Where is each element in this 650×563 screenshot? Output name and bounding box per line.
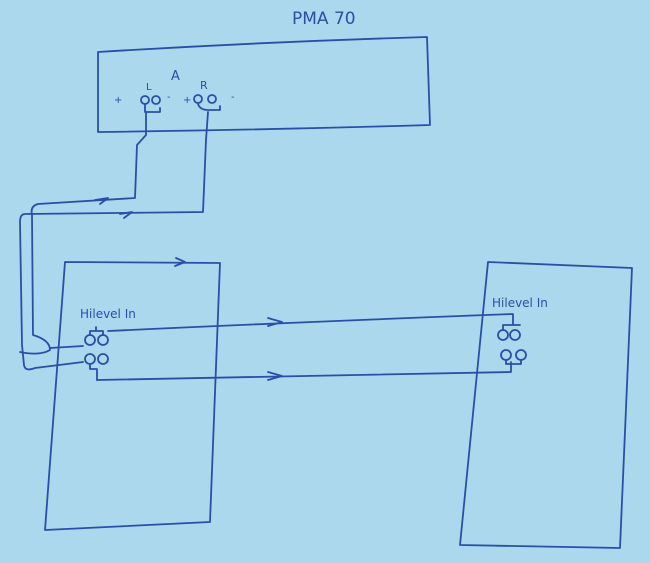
left-speaker-box: Hilevel In <box>44 257 221 531</box>
right-speaker-input-label: Hilevel In <box>492 296 548 310</box>
left-terminals <box>140 95 161 113</box>
link-cable-bottom <box>96 361 512 381</box>
left-plus: + <box>114 95 122 106</box>
amplifier-title: PMA 70 <box>292 9 356 29</box>
right-plus: + <box>183 95 191 106</box>
channel-label: A <box>171 69 180 84</box>
right-speaker-box: Hilevel In <box>459 261 633 549</box>
cable-left-channel <box>19 111 147 355</box>
left-label: L <box>146 82 152 93</box>
right-minus: - <box>231 92 235 103</box>
cable-right-channel <box>19 111 209 371</box>
left-minus: - <box>167 92 171 103</box>
right-label: R <box>200 79 208 92</box>
link-cable-top <box>107 313 514 332</box>
arrow-icon <box>94 197 109 205</box>
left-speaker-input-label: Hilevel In <box>80 307 136 321</box>
arrow-icon <box>267 371 283 381</box>
arrow-icon <box>119 211 133 219</box>
amplifier-box: PMA 70 A L R + - + - <box>97 9 431 133</box>
arrow-icon <box>267 317 283 327</box>
right-terminals <box>193 94 221 111</box>
